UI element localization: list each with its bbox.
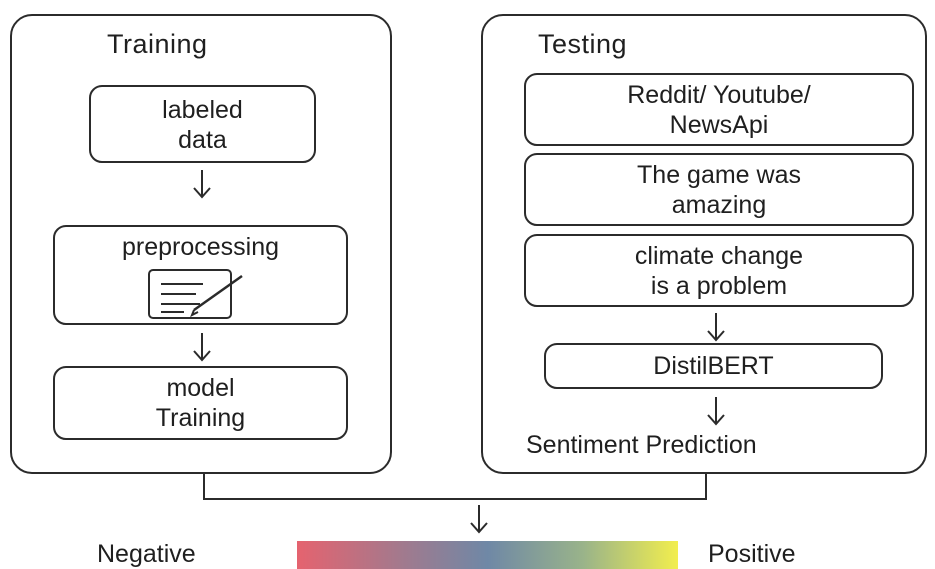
preprocessing-label: preprocessing (121, 233, 280, 261)
down-arrow-icon (705, 395, 727, 427)
distilbert-box: DistilBERT (544, 343, 883, 389)
example-text-2-line-1: climate change (634, 242, 804, 270)
down-arrow-icon (468, 503, 490, 535)
training-title: Training (107, 29, 208, 59)
document-pencil-icon (147, 269, 243, 319)
example-text-1-line-2: amazing (671, 191, 767, 219)
data-sources-line-1: Reddit/ Youtube/ (627, 81, 811, 109)
negative-label: Negative (97, 540, 196, 568)
model-training-line-1: model (166, 374, 235, 402)
training-panel (10, 14, 392, 474)
model-training-line-2: Training (155, 404, 246, 432)
example-text-2-line-2: is a problem (650, 272, 788, 300)
down-arrow-icon (705, 311, 727, 343)
example-text-1-box: The game was amazing (524, 153, 914, 226)
testing-title: Testing (538, 29, 628, 59)
labeled-data-line-1: labeled (162, 96, 243, 124)
example-text-2-box: climate change is a problem (524, 234, 914, 307)
example-text-1-line-1: The game was (637, 161, 801, 189)
sentiment-prediction-label: Sentiment Prediction (526, 431, 757, 459)
data-sources-box: Reddit/ Youtube/ NewsApi (524, 73, 914, 146)
distilbert-label: DistilBERT (653, 352, 774, 380)
labeled-data-line-2: data (178, 126, 227, 154)
data-sources-line-2: NewsApi (669, 111, 769, 139)
preprocessing-box: preprocessing (53, 225, 348, 325)
labeled-data-box: labeled data (89, 85, 316, 163)
testing-panel (481, 14, 927, 474)
model-training-box: model Training (53, 366, 348, 440)
down-arrow-icon (191, 168, 213, 200)
positive-label: Positive (708, 540, 796, 568)
sentiment-gradient-bar (297, 541, 678, 569)
down-arrow-icon (191, 331, 213, 363)
